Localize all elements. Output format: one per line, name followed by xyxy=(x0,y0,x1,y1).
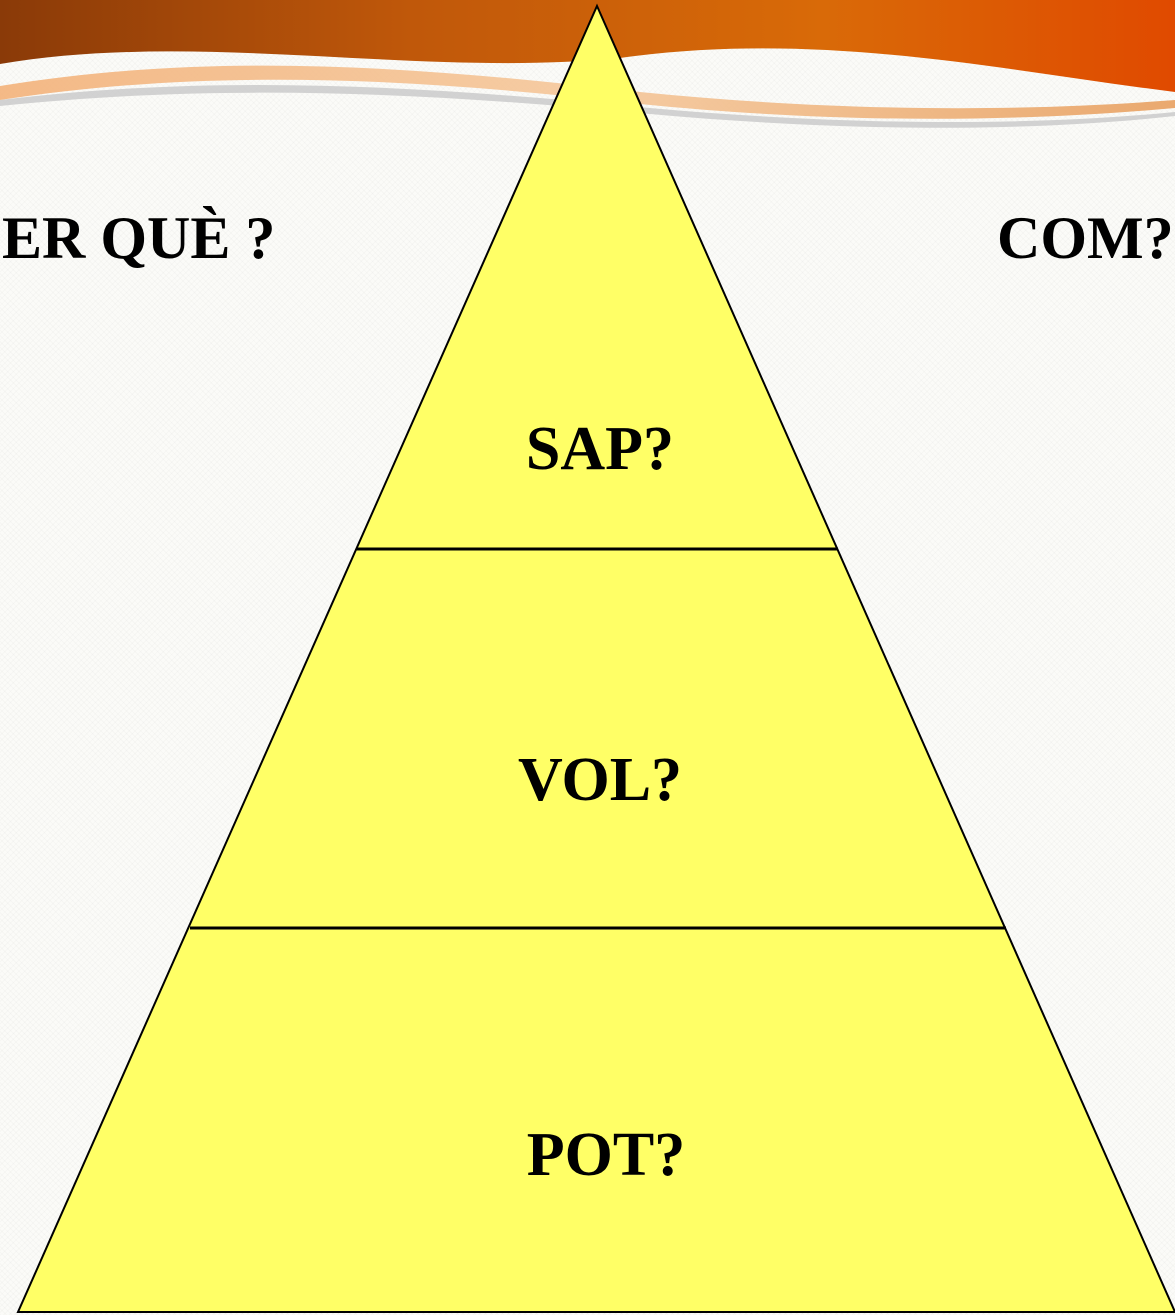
pyramid-level-bottom-label: POT? xyxy=(527,1121,685,1189)
pyramid-level-middle-label: VOL? xyxy=(518,746,682,814)
left-question-label: ER QUÈ ? xyxy=(2,205,276,271)
pyramid-level-top-label: SAP? xyxy=(526,415,674,483)
pyramid-shape xyxy=(16,3,1175,1313)
right-question-label: COM? xyxy=(997,205,1174,271)
